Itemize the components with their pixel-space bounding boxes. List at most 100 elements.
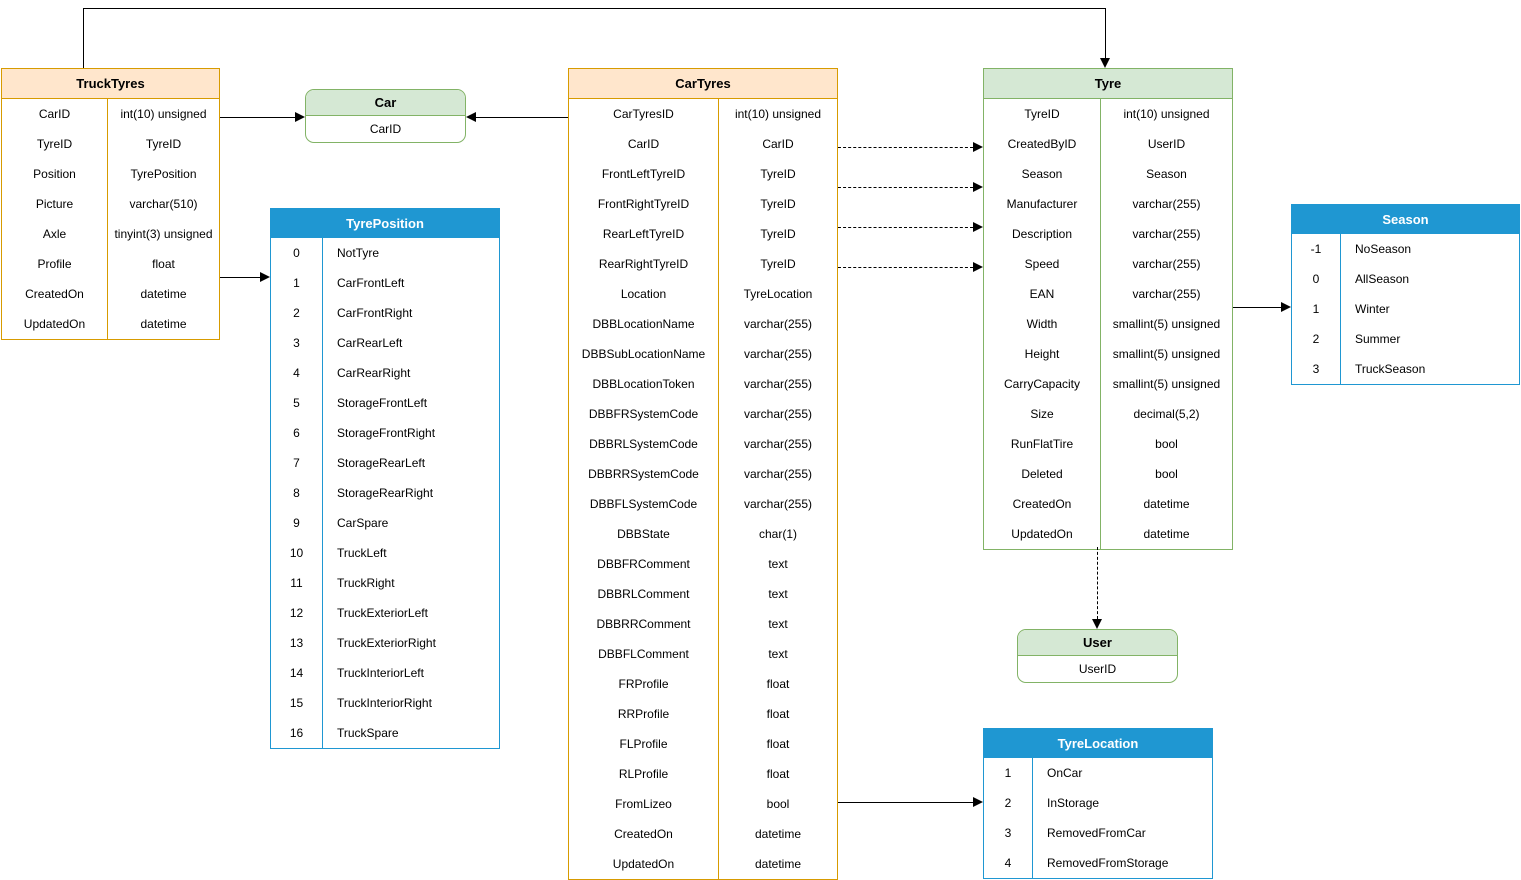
field-name: UpdatedOn (569, 849, 719, 879)
field-type: datetime (1143, 497, 1190, 511)
field-type: float (766, 677, 790, 691)
table-row: CreatedOn datetime (2, 279, 219, 309)
arrowhead-icon (973, 182, 983, 192)
field-name: Location (569, 279, 719, 309)
enum-key: 6 (271, 418, 323, 448)
enum-value: TruckSpare (337, 726, 399, 740)
field-type: varchar(255) (743, 467, 813, 481)
enum-value: Winter (1355, 302, 1390, 316)
arrowhead-icon (973, 142, 983, 152)
enum-key: 4 (271, 358, 323, 388)
enum-key: 8 (271, 478, 323, 508)
field-name: Size (984, 399, 1101, 429)
field-name: RRProfile (569, 699, 719, 729)
enum-value: StorageRearRight (337, 486, 434, 500)
field-name: Profile (2, 249, 108, 279)
enum-key: 4 (984, 848, 1033, 878)
field-name: DBBRRComment (569, 609, 719, 639)
enum-key: 14 (271, 658, 323, 688)
field-name: FrontLeftTyreID (569, 159, 719, 189)
field-name: CarID (369, 122, 402, 136)
arrowhead-icon (973, 222, 983, 232)
enum-value: TruckInteriorLeft (337, 666, 424, 680)
field-name: CreatedOn (984, 489, 1101, 519)
field-type: datetime (754, 827, 802, 841)
enum-value: StorageFrontLeft (337, 396, 428, 410)
field-type: TyreID (760, 257, 796, 271)
field-type: smallint(5) unsigned (1112, 347, 1221, 361)
enum-value: CarRearRight (337, 366, 411, 380)
table-row: DBBLocationName varchar(255) (569, 309, 837, 339)
field-type: CarID (762, 137, 794, 151)
enum-key: 16 (271, 718, 323, 748)
field-name: CreatedOn (569, 819, 719, 849)
field-type: Season (1146, 167, 1187, 181)
table-title: Tyre (984, 69, 1232, 99)
table-row: UserID (1018, 656, 1177, 682)
field-type: varchar(255) (743, 347, 813, 361)
connector-segment (838, 147, 973, 148)
field-type: TyreID (145, 137, 182, 151)
field-name: CreatedOn (2, 279, 108, 309)
enum-key: 2 (271, 298, 323, 328)
enum-value: NotTyre (337, 246, 380, 260)
field-type: text (768, 647, 788, 661)
arrowhead-icon (1281, 302, 1291, 312)
enum-value: TruckLeft (337, 546, 387, 560)
enum-key: 5 (271, 388, 323, 418)
enum-key: 0 (1292, 264, 1341, 294)
table-row: CreatedOn datetime (984, 489, 1232, 519)
enum-key: 2 (984, 788, 1033, 818)
arrowhead-icon (466, 112, 476, 122)
field-type: varchar(255) (1132, 287, 1201, 301)
enum-key: 13 (271, 628, 323, 658)
field-type: varchar(255) (743, 377, 813, 391)
field-name: RunFlatTire (984, 429, 1101, 459)
enum-value: TruckSeason (1355, 362, 1426, 376)
field-name: UserID (1078, 662, 1117, 676)
table-row: Profile float (2, 249, 219, 279)
table-title: Car (306, 90, 465, 116)
field-type: float (766, 767, 790, 781)
field-name: EAN (984, 279, 1101, 309)
field-name: DBBLocationName (569, 309, 719, 339)
field-type: float (152, 257, 175, 271)
field-name: CarID (569, 129, 719, 159)
field-name: CarTyresID (569, 99, 719, 129)
table-body: UserID (1018, 656, 1177, 682)
field-name: RearRightTyreID (569, 249, 719, 279)
enum-value: TruckInteriorRight (337, 696, 432, 710)
field-name: Picture (2, 189, 108, 219)
field-type: TyreLocation (743, 287, 813, 301)
field-type: tinyint(3) unsigned (114, 227, 213, 241)
field-type: varchar(255) (743, 317, 813, 331)
field-type: smallint(5) unsigned (1112, 377, 1221, 391)
arrowhead-icon (973, 797, 983, 807)
table-row: RearRightTyreID TyreID (569, 249, 837, 279)
table-title: CarTyres (569, 69, 837, 99)
field-type: datetime (140, 287, 187, 301)
